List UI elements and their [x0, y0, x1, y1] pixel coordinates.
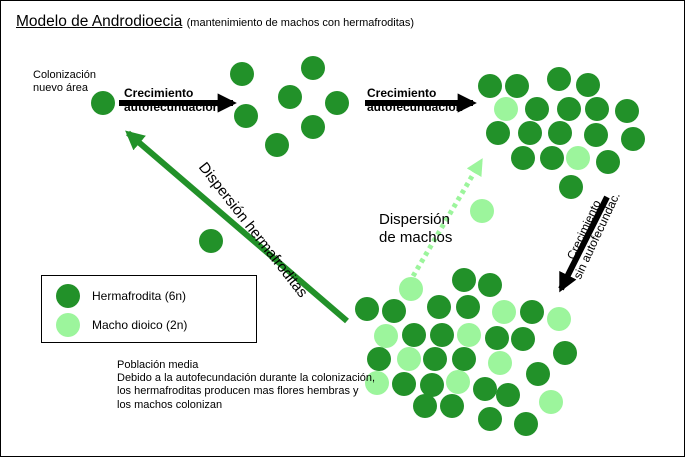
hermafrodita-dot-g2 — [511, 146, 535, 170]
poblacion-media-line-4: los machos colonizan — [117, 398, 223, 411]
legend-swatch-hermafrodita — [56, 284, 80, 308]
hermafrodita-dot-g1 — [234, 104, 258, 128]
macho-dot-pop — [374, 324, 398, 348]
hermafrodita-dot-pop — [427, 295, 451, 319]
hermafrodita-dot-pop — [526, 362, 550, 386]
hermafrodita-dot-g2 — [621, 127, 645, 151]
hermafrodita-dot-g2 — [576, 73, 600, 97]
hermafrodita-dot-g2 — [584, 123, 608, 147]
macho-dot-pop — [397, 347, 421, 371]
hermafrodita-dot-g2 — [559, 175, 583, 199]
arrow-crecimiento-sin-autofecundacion — [558, 195, 610, 293]
legend-label-macho: Macho dioico (2n) — [92, 318, 188, 332]
hermafrodita-dot-g2 — [478, 74, 502, 98]
hermafrodita-dot-g2 — [525, 97, 549, 121]
hermafrodita-dot-dispersed-herm — [199, 229, 223, 253]
hermafrodita-dot-pop — [420, 373, 444, 397]
label-crecimiento-2-line-2: autofecundación — [367, 99, 464, 114]
hermafrodita-dot-g1 — [278, 85, 302, 109]
hermafrodita-dot-pop — [355, 297, 379, 321]
label-colonizacion: Colonización nuevo área — [33, 69, 96, 94]
macho-dot-pop — [488, 351, 512, 375]
label-dispersion-machos-line-1: Dispersión — [379, 211, 450, 228]
hermafrodita-dot-g2 — [596, 150, 620, 174]
poblacion-media-note: Población media Debido a la autofecundac… — [117, 359, 375, 412]
label-crecimiento-1-line-1: Crecimiento — [124, 86, 194, 100]
hermafrodita-dot-colonizer — [91, 91, 115, 115]
macho-dot-pop — [446, 370, 470, 394]
poblacion-media-line-2: Debido a la autofecundación durante la c… — [117, 372, 376, 385]
page-title: Modelo de Androdioecia (mantenimiento de… — [16, 13, 414, 31]
hermafrodita-dot-pop — [423, 347, 447, 371]
hermafrodita-dot-pop — [392, 372, 416, 396]
hermafrodita-dot-g1 — [325, 91, 349, 115]
hermafrodita-dot-pop — [452, 268, 476, 292]
hermafrodita-dot-g1 — [230, 62, 254, 86]
title-subtitle: (mantenimiento de machos con hermafrodit… — [186, 17, 415, 29]
poblacion-media-line-1: Población media — [117, 359, 199, 371]
legend-label-hermafrodita: Hermafrodita (6n) — [92, 289, 187, 303]
label-colonizacion-line-2: nuevo área — [33, 81, 89, 94]
label-dispersion-machos: Dispersión de machos — [379, 211, 452, 247]
macho-dot-pop — [492, 300, 516, 324]
macho-dot-pop — [399, 277, 423, 301]
macho-dot-g2 — [494, 97, 518, 121]
legend: Hermafrodita (6n) Macho dioico (2n) — [41, 275, 257, 343]
hermafrodita-dot-g2 — [540, 146, 564, 170]
title-main: Modelo de Androdioecia — [16, 13, 183, 30]
macho-dot-g2 — [566, 146, 590, 170]
macho-dot-pop — [547, 307, 571, 331]
hermafrodita-dot-g2 — [518, 121, 542, 145]
hermafrodita-dot-pop — [367, 347, 391, 371]
macho-dot-dispersed-male — [470, 199, 494, 223]
label-crecimiento-2-line-1: Crecimiento — [367, 86, 437, 100]
macho-dot-pop — [365, 371, 389, 395]
hermafrodita-dot-pop — [382, 299, 406, 323]
hermafrodita-dot-g2 — [615, 99, 639, 123]
label-crecimiento-1: Crecimiento autofecundación — [124, 86, 221, 115]
hermafrodita-dot-pop — [440, 394, 464, 418]
hermafrodita-dot-pop — [496, 383, 520, 407]
hermafrodita-dot-pop — [553, 341, 577, 365]
hermafrodita-dot-pop — [514, 412, 538, 436]
plant-dots — [91, 56, 645, 436]
label-colonizacion-line-1: Colonización — [33, 69, 96, 81]
hermafrodita-dot-pop — [511, 327, 535, 351]
hermafrodita-dot-pop — [485, 326, 509, 350]
hermafrodita-dot-g2 — [557, 97, 581, 121]
hermafrodita-dot-g1 — [301, 56, 325, 80]
macho-dot-pop — [539, 390, 563, 414]
hermafrodita-dot-pop — [402, 323, 426, 347]
hermafrodita-dot-g2 — [505, 74, 529, 98]
hermafrodita-dot-pop — [413, 394, 437, 418]
hermafrodita-dot-g2 — [548, 121, 572, 145]
legend-swatch-macho — [56, 313, 80, 337]
macho-dot-pop — [457, 323, 481, 347]
poblacion-media-line-3: los hermafroditas producen mas flores he… — [117, 385, 359, 398]
hermafrodita-dot-g1 — [301, 115, 325, 139]
hermafrodita-dot-g2 — [547, 67, 571, 91]
label-dispersion-machos-line-2: de machos — [379, 229, 453, 246]
hermafrodita-dot-pop — [473, 377, 497, 401]
hermafrodita-dot-g2 — [486, 121, 510, 145]
label-crecimiento-2: Crecimiento autofecundación — [367, 86, 464, 115]
hermafrodita-dot-pop — [430, 323, 454, 347]
hermafrodita-dot-pop — [478, 407, 502, 431]
hermafrodita-dot-pop — [478, 273, 502, 297]
arrow-dispersion-hermafroditas — [125, 130, 349, 324]
hermafrodita-dot-g2 — [585, 97, 609, 121]
hermafrodita-dot-pop — [456, 295, 480, 319]
hermafrodita-dot-pop — [452, 347, 476, 371]
hermafrodita-dot-g1 — [265, 133, 289, 157]
label-crecimiento-1-line-2: autofecundación — [124, 99, 221, 114]
hermafrodita-dot-pop — [520, 300, 544, 324]
